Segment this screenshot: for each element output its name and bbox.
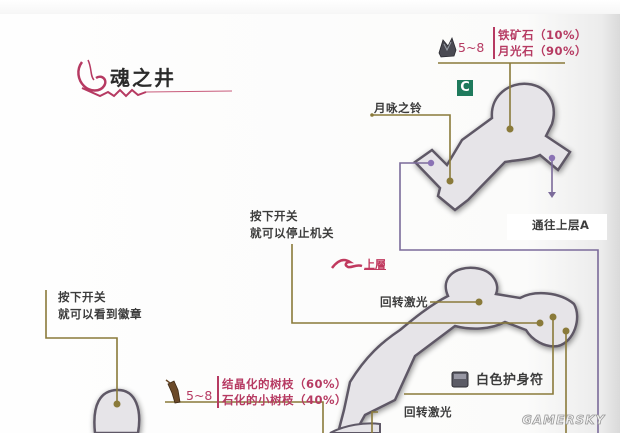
branch-icon: [165, 379, 181, 404]
label-moon-bell: 月咏之铃: [374, 101, 422, 115]
amulet-chest-icon: [451, 371, 469, 388]
room-left-round: [93, 388, 141, 433]
label-switch-emblem-line2: 就可以看到徽章: [58, 307, 142, 321]
area-c-badge: C: [457, 80, 473, 96]
drop-item: 结晶化的树枝（60%）: [222, 377, 348, 391]
leader-lines: [45, 62, 567, 433]
ore-icon: [438, 36, 457, 58]
page-title: 魂之井: [110, 66, 176, 90]
drop-count-branch: 5~8: [186, 388, 213, 403]
label-to-upper-a: 通往上层A: [532, 218, 590, 232]
page-edge: [0, 0, 620, 14]
floor-label-upper: 上層: [364, 258, 386, 271]
destination-box: [507, 214, 607, 240]
label-switch-emblem-line1: 按下开关: [58, 290, 106, 304]
label-rotating-laser-1: 回转激光: [380, 295, 428, 309]
watermark: GAMERSKY: [522, 413, 606, 428]
arrow-down-icon: [548, 192, 556, 198]
connection-lines: [399, 158, 599, 433]
drop-count-ore: 5~8: [458, 40, 485, 55]
drop-item: 石化的小树枝（40%）: [222, 393, 348, 407]
title-ornament-icon: [77, 59, 233, 98]
drop-list-ore: 铁矿石（10%） 月光石（90%）: [493, 27, 587, 59]
floor-wave-icon: [331, 258, 363, 269]
drop-item: 月光石（90%）: [498, 44, 588, 58]
drop-item: 铁矿石（10%）: [498, 28, 588, 42]
label-switch-stop-line2: 就可以停止机关: [250, 226, 334, 240]
room-upper: [413, 82, 572, 212]
drop-list-branch: 结晶化的树枝（60%） 石化的小树枝（40%）: [217, 376, 347, 408]
room-lower: [336, 266, 579, 433]
label-rotating-laser-2: 回转激光: [404, 405, 452, 419]
label-white-amulet: 白色护身符: [476, 373, 544, 388]
label-switch-stop-line1: 按下开关: [250, 209, 298, 223]
